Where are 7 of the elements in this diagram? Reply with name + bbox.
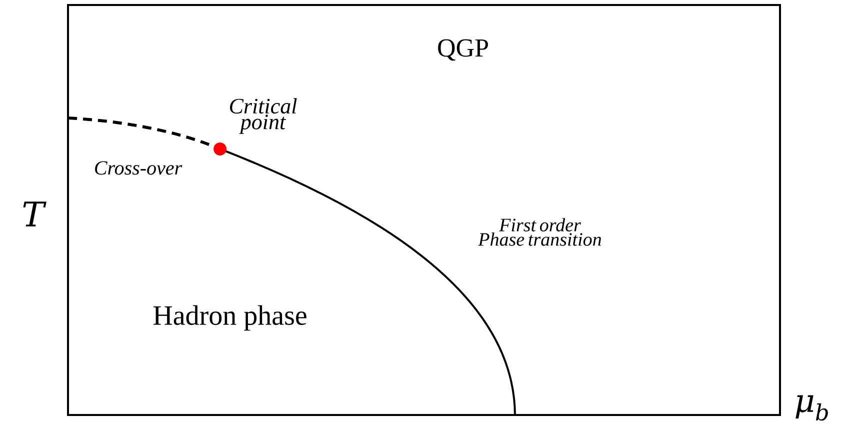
axis-label: T	[23, 202, 46, 226]
region-label: QGP	[438, 39, 488, 61]
region-label: Hadron phase	[153, 305, 306, 331]
axis-label: μ$_{b}$	[796, 395, 828, 421]
annotation-label: Cross-over	[95, 161, 182, 175]
annotation-label: Critical point	[230, 98, 297, 134]
annotation-label: First order Phase transition	[478, 218, 602, 246]
